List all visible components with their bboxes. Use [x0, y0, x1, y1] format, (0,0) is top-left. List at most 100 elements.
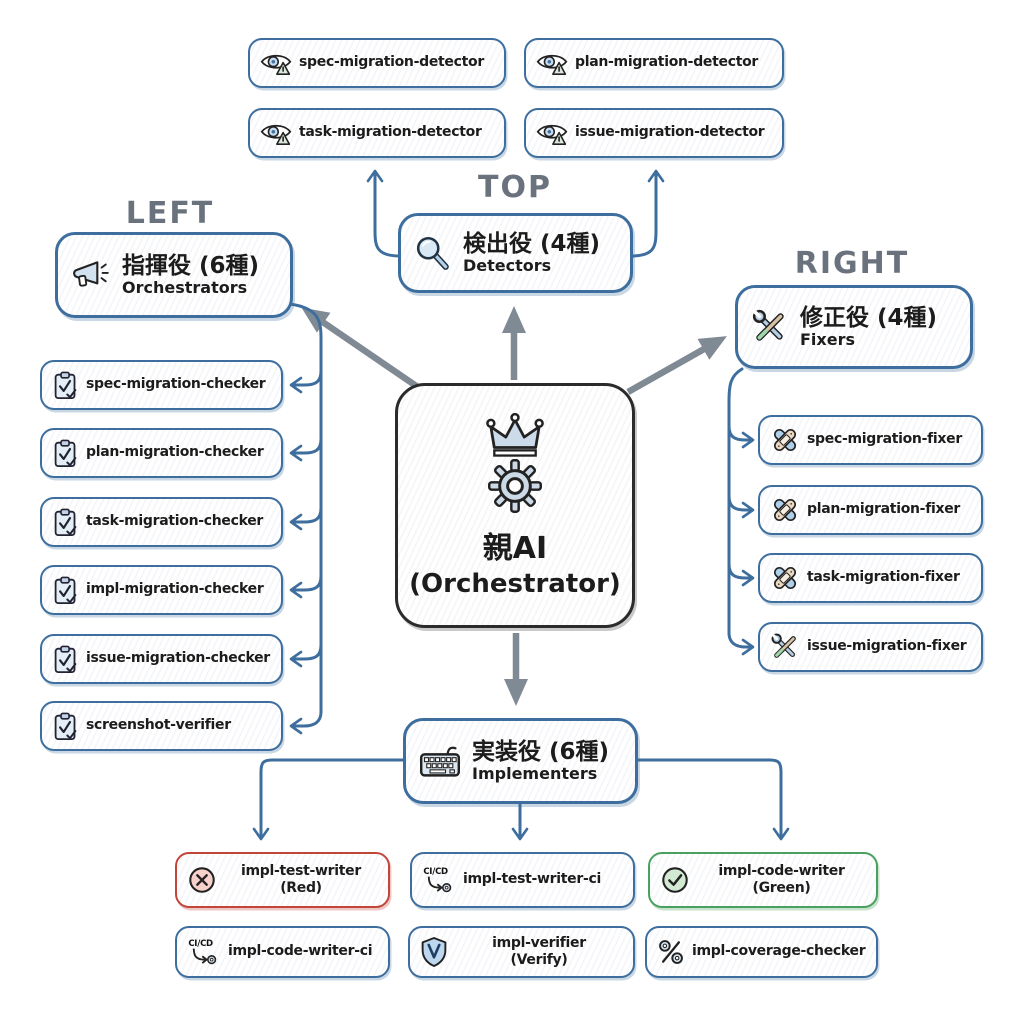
node-label: impl-code-writer: [718, 862, 845, 879]
group-header-text: 指揮役 (6種) Orchestrators: [122, 253, 259, 298]
node-orchestrator-center: 親AI (Orchestrator): [395, 383, 635, 628]
node-label: issue-migration-detector: [575, 124, 765, 141]
node-label: impl-verifier: [492, 934, 586, 951]
center-title-jp: 親AI: [482, 530, 548, 566]
group-title-en: Fixers: [800, 330, 855, 350]
group-header-orchestrators: 指揮役 (6種) Orchestrators: [55, 232, 293, 318]
node-impl-migration-checker: impl-migration-checker: [40, 565, 283, 615]
node-spec-migration-fixer: spec-migration-fixer: [758, 415, 983, 465]
node-plan-migration-checker: plan-migration-checker: [40, 428, 283, 478]
node-label: issue-migration-checker: [86, 650, 270, 667]
node-label: task-migration-checker: [86, 513, 264, 530]
node-impl-code-writer-green: impl-code-writer (Green): [648, 852, 878, 908]
node-label: plan-migration-checker: [86, 444, 264, 461]
node-screenshot-verifier: screenshot-verifier: [40, 701, 283, 751]
clipboard-check-icon: [52, 371, 79, 400]
group-header-detectors: 検出役 (4種) Detectors: [398, 213, 633, 293]
node-label: spec-migration-fixer: [807, 431, 962, 448]
node-plan-migration-fixer: plan-migration-fixer: [758, 485, 983, 535]
node-label: screenshot-verifier: [86, 717, 231, 734]
connector-detectors-left: [366, 169, 402, 258]
tools-icon: [751, 308, 789, 346]
group-title-jp: 指揮役 (6種): [122, 252, 260, 279]
section-label-top: TOP: [478, 170, 552, 205]
eye-alert-icon: [260, 120, 292, 147]
eye-alert-icon: [536, 120, 568, 147]
magnifier-icon: [414, 234, 452, 272]
arrow-center-to-fixers: [626, 336, 727, 395]
node-label: impl-coverage-checker: [692, 943, 866, 960]
node-impl-code-writer-ci: impl-code-writer-ci: [175, 926, 390, 978]
branch-fixer-3: [727, 562, 755, 587]
group-header-implementers: 実装役 (6種) Implementers: [403, 718, 638, 804]
branch-fixer-2: [727, 494, 755, 519]
branch-checker-2: [289, 437, 323, 462]
arrow-center-to-orchestrators: [301, 307, 430, 397]
trunk-fixers: [727, 367, 744, 635]
node-label: task-migration-fixer: [807, 569, 960, 586]
node-issue-migration-fixer: issue-migration-fixer: [758, 622, 983, 672]
tools-icon: [770, 632, 800, 662]
branch-fixer-1: [727, 424, 755, 449]
megaphone-icon: [71, 259, 111, 291]
node-sublabel: (Red): [280, 880, 322, 896]
group-title-en: Implementers: [472, 764, 598, 784]
x-circle-icon: [187, 865, 217, 895]
trunk-checkers: [288, 302, 323, 714]
node-plan-migration-detector: plan-migration-detector: [524, 38, 784, 88]
branch-checker-4: [289, 574, 323, 599]
node-sublabel: (Verify): [510, 952, 568, 968]
cicd-icon: [187, 937, 221, 967]
node-task-migration-checker: task-migration-checker: [40, 497, 283, 547]
bandage-icon: [770, 425, 800, 455]
node-impl-test-writer-red: impl-test-writer (Red): [175, 852, 390, 908]
node-label: spec-migration-checker: [86, 376, 266, 393]
node-label: impl-migration-checker: [86, 581, 264, 598]
crown-icon: [485, 413, 545, 459]
group-title-jp: 検出役 (4種): [463, 230, 601, 257]
center-title-en: (Orchestrator): [409, 568, 621, 599]
connector-detectors-right: [629, 169, 665, 258]
node-text: impl-code-writer (Green): [697, 863, 866, 898]
group-header-text: 修正役 (4種) Fixers: [800, 305, 937, 350]
gear-icon: [488, 459, 542, 513]
node-label: impl-test-writer-ci: [463, 871, 601, 888]
node-issue-migration-detector: issue-migration-detector: [524, 108, 784, 158]
node-label: issue-migration-fixer: [807, 638, 967, 655]
node-task-migration-fixer: task-migration-fixer: [758, 553, 983, 603]
node-label: task-migration-detector: [299, 124, 482, 141]
node-task-migration-detector: task-migration-detector: [248, 108, 506, 158]
group-title-en: Detectors: [463, 256, 552, 276]
node-label: spec-migration-detector: [299, 54, 484, 71]
clipboard-check-icon: [52, 645, 79, 674]
clipboard-check-icon: [52, 576, 79, 605]
node-sublabel: (Green): [752, 880, 811, 896]
node-text: impl-verifier (Verify): [455, 935, 623, 970]
section-label-right: RIGHT: [794, 246, 910, 281]
node-spec-migration-detector: spec-migration-detector: [248, 38, 506, 88]
branch-impl-left: [252, 758, 405, 841]
node-label: impl-code-writer-ci: [228, 943, 373, 960]
node-impl-test-writer-ci: impl-test-writer-ci: [410, 852, 635, 908]
node-impl-coverage-checker: impl-coverage-checker: [645, 926, 878, 978]
group-header-text: 実装役 (6種) Implementers: [472, 739, 609, 784]
node-text: impl-test-writer (Red): [224, 863, 378, 898]
section-label-left: LEFT: [125, 196, 215, 231]
branch-checker-6: [289, 710, 323, 735]
branch-impl-right: [636, 758, 790, 841]
group-title-jp: 実装役 (6種): [472, 738, 610, 765]
check-circle-icon: [660, 865, 690, 895]
node-impl-verifier: impl-verifier (Verify): [408, 926, 635, 978]
clipboard-check-icon: [52, 439, 79, 468]
group-title-jp: 修正役 (4種): [800, 304, 938, 331]
group-header-fixers: 修正役 (4種) Fixers: [735, 285, 973, 369]
branch-checker-1: [289, 369, 323, 394]
cicd-icon: [422, 865, 456, 895]
branch-checker-3: [289, 506, 323, 531]
node-issue-migration-checker: issue-migration-checker: [40, 634, 283, 684]
percent-icon: [657, 938, 685, 966]
shield-icon: [420, 936, 448, 968]
eye-alert-icon: [260, 50, 292, 77]
node-label: impl-test-writer: [241, 862, 361, 879]
